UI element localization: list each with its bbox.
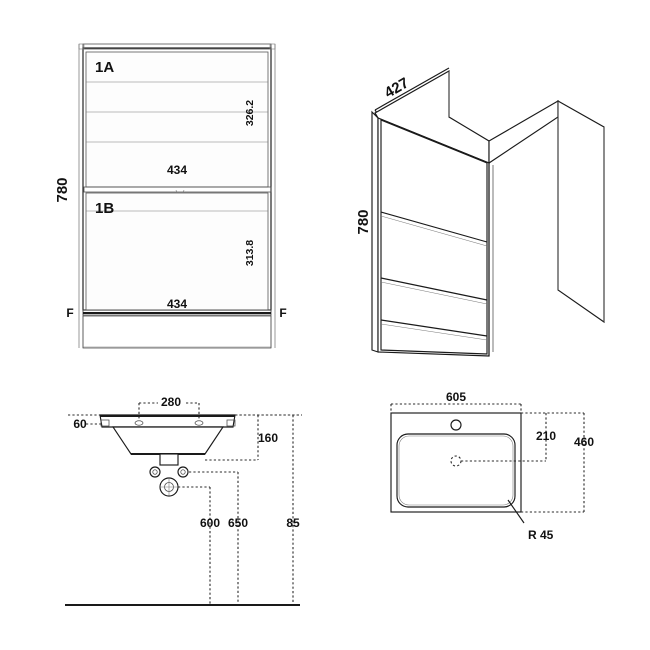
plan-r45-leader — [507, 499, 525, 524]
basin-plan-inner-bowl — [396, 433, 516, 508]
basin-plan-tap-hole — [450, 419, 462, 431]
iso-drawer-split-1 — [380, 211, 488, 243]
iso-plinth-line-b — [380, 323, 488, 341]
basin-plan-inner-bowl-offset — [398, 435, 514, 506]
plan-width-label: 605 — [446, 390, 466, 404]
basin-bowl-body — [111, 426, 225, 455]
basin-fixing-hole-right — [177, 466, 189, 478]
lower-drawer-height-label: 313.8 — [244, 240, 256, 266]
basin-rim-right-block — [226, 419, 236, 427]
upper-drawer-height-label: 326.2 — [244, 100, 256, 126]
basin-fixing-hole-right-inner — [180, 469, 186, 475]
tap-spacing-label: 280 — [161, 395, 181, 409]
cabinet-top-cap — [82, 43, 272, 50]
basin-tap-hole-right — [194, 420, 204, 426]
isometric-cabinet-view: 427 780 — [355, 67, 605, 357]
plan-waste-offset-label: 210 — [536, 429, 556, 443]
basin-fixing-hole-left — [149, 466, 161, 478]
drawer-1a-front — [85, 51, 269, 188]
plan-depth-label: 460 — [574, 435, 594, 449]
upper-width-label: 434 — [167, 163, 187, 177]
front-marker-right-f: F — [279, 306, 286, 320]
iso-drawer-split-2 — [380, 277, 488, 301]
iso-height-label: 780 — [355, 209, 372, 234]
basin-waste-spigot — [159, 453, 179, 466]
trap-height-label: 650 — [228, 516, 248, 530]
iso-left-edge-panel — [371, 110, 379, 353]
rim-thickness-label: 60 — [73, 417, 87, 431]
iso-drawer-split-2b — [380, 281, 488, 305]
basin-fixing-hole-left-inner — [152, 469, 158, 475]
front-marker-left-f: F — [66, 306, 73, 320]
basin-rim-left-block — [100, 419, 110, 427]
front-elevation-view: 780 1A 1B 326.2 313.8 434 434 F F — [54, 43, 287, 349]
lower-width-label: 434 — [167, 297, 187, 311]
plan-corner-radius-label: R 45 — [528, 528, 554, 542]
iso-drawer-split-1b — [380, 215, 488, 247]
cabinet-top-left-corner — [78, 43, 85, 50]
basin-section-view: 280 60 160 600 650 85 — [65, 395, 302, 607]
iso-right-side-panel — [557, 100, 605, 324]
waste-height-label: 600 — [200, 516, 220, 530]
front-overall-height-label: 780 — [54, 177, 71, 202]
iso-top-rear-edge — [374, 67, 450, 111]
drawer-1a-handle-notch — [175, 189, 185, 193]
drawer-1b-label: 1B — [95, 200, 114, 217]
basin-tap-hole-left — [134, 420, 144, 426]
drawer-1a-label: 1A — [95, 59, 114, 76]
floor-offset-label: 85 — [286, 516, 300, 530]
basin-depth-label: 160 — [258, 431, 278, 445]
plinth-recess — [82, 315, 272, 349]
iso-front-door-face — [380, 119, 488, 355]
iso-inner-top-right — [488, 100, 559, 165]
basin-plan-view: 605 210 460 R 45 — [390, 390, 594, 542]
drawer-1b-front — [85, 192, 269, 311]
cabinet-top-right-corner — [269, 43, 276, 50]
iso-plinth-line — [380, 319, 488, 337]
